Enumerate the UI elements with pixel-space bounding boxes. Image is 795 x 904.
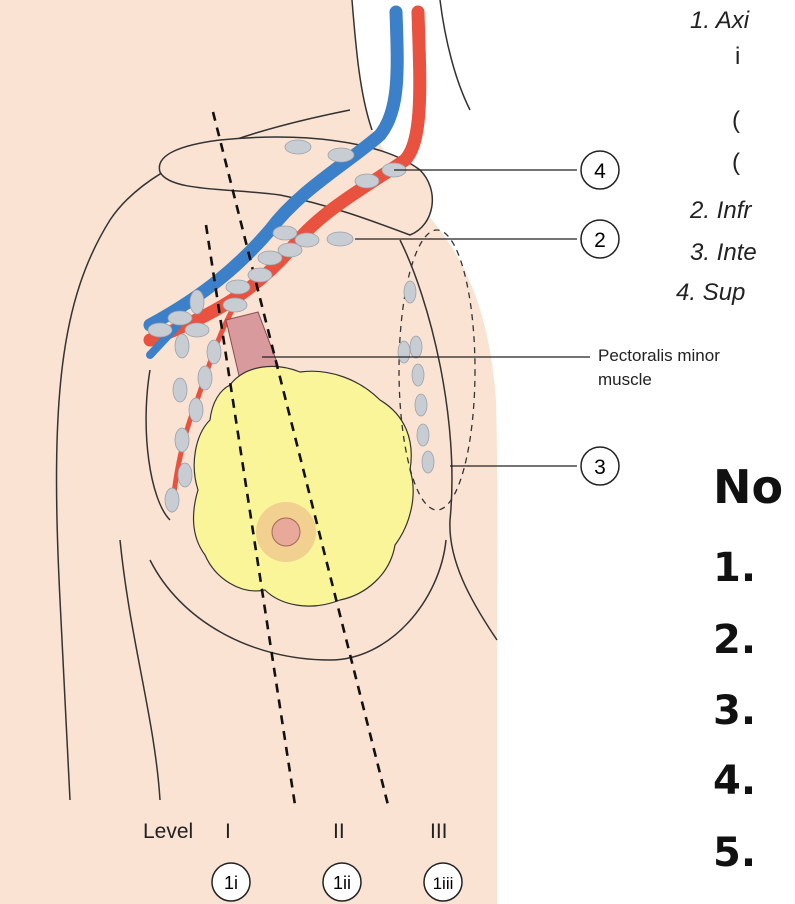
nipple [272, 518, 300, 546]
legend-item-1-paren-a: ( [732, 104, 740, 137]
nodes-heading: No [713, 460, 783, 514]
list-number-3: 3. [713, 688, 756, 734]
list-number-4: 4. [713, 758, 756, 804]
list-number-2: 2. [713, 617, 756, 663]
level-i-label: I [225, 820, 231, 844]
level-word: Level [143, 820, 193, 844]
breast-tissue [194, 366, 414, 606]
legend-item-3: 3. Inte [690, 236, 757, 269]
callout-3-text: 3 [594, 456, 606, 479]
legend-item-4: 4. Sup [676, 276, 745, 309]
pectoralis-minor-label: Pectoralis minor muscle [598, 344, 720, 392]
callout-2-text: 2 [594, 229, 606, 252]
level-iii-label: III [430, 820, 448, 844]
muscle-label-line2: muscle [598, 368, 720, 392]
neck-line-right [440, 0, 470, 110]
muscle-label-line1: Pectoralis minor [598, 344, 720, 368]
level-1ii-text: 1ii [333, 873, 351, 893]
list-number-5: 5. [713, 830, 756, 876]
legend-item-1-i: i [735, 40, 740, 73]
callout-4-text: 4 [594, 160, 606, 183]
list-number-1: 1. [713, 545, 756, 591]
level-ii-label: II [333, 820, 345, 844]
legend-item-1: 1. Axi [690, 4, 749, 37]
level-1i-text: 1i [224, 873, 238, 893]
legend-item-1-paren-b: ( [732, 146, 740, 179]
legend-item-2: 2. Infr [690, 194, 751, 227]
level-1iii-text: 1iii [433, 874, 454, 893]
